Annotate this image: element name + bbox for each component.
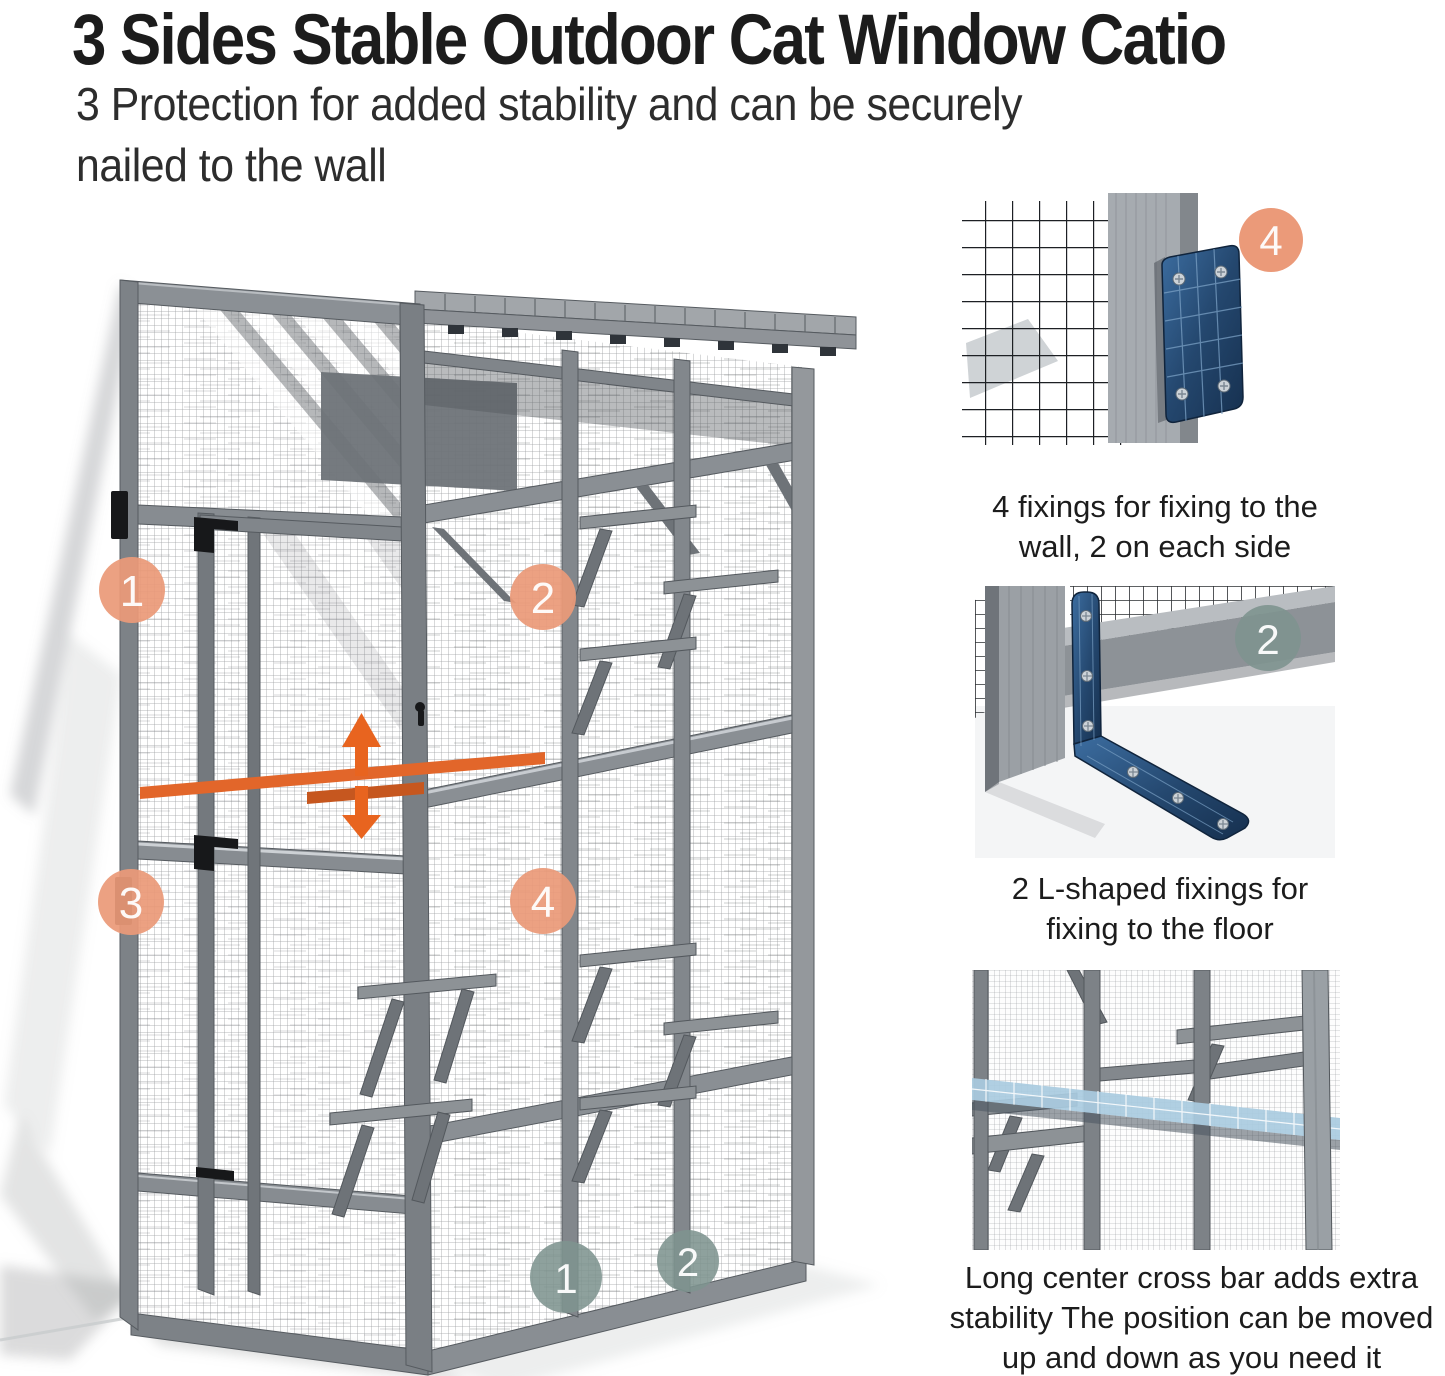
cross-bar-image <box>972 970 1340 1250</box>
move-up-arrow <box>342 713 381 776</box>
bracket-screws <box>1080 610 1229 830</box>
marker-teal-2-label: 2 <box>677 1241 699 1285</box>
hinges-and-brackets <box>111 491 425 1181</box>
wall-bracket-1 <box>111 491 128 539</box>
subtitle-line-2: nailed to the wall <box>76 138 387 191</box>
figure-cross-bar <box>972 970 1340 1250</box>
marker-orange-3 <box>98 869 164 935</box>
marker-teal-1-label: 1 <box>554 1255 577 1302</box>
figure-floor-fixing: 2 <box>975 586 1335 858</box>
caption-line: stability The position can be moved <box>949 1299 1434 1335</box>
callout-markers: 1 2 3 4 1 2 <box>98 557 719 1313</box>
badge-teal-2-label: 2 <box>1256 616 1279 663</box>
page-title: 3 Sides Stable Outdoor Cat Window Catio <box>72 1 1227 80</box>
cat-shelves <box>329 504 779 1218</box>
marker-orange-1-label: 1 <box>120 567 144 616</box>
corner-post <box>999 586 1065 782</box>
l-bracket-horizontal <box>1073 735 1250 841</box>
door-hinge-bottom <box>196 1167 234 1181</box>
floor-fixing-image: 2 <box>975 586 1335 858</box>
door-hinge-middle <box>194 835 238 871</box>
plate-screws <box>1172 265 1231 401</box>
marker-orange-2-label: 2 <box>531 574 555 623</box>
mesh-grid <box>962 201 1122 445</box>
caption-cross-bar: Long center cross bar adds extra stabili… <box>938 1258 1445 1376</box>
blue-cross-bar <box>972 1078 1340 1150</box>
caption-line: fixing to the floor <box>1046 910 1274 946</box>
bottom-rail-top <box>1063 586 1335 646</box>
marker-orange-4-label: 4 <box>531 878 555 927</box>
badge-orange-4 <box>1239 208 1303 272</box>
badge-teal-2 <box>1235 605 1301 671</box>
caption-line: wall, 2 on each side <box>1018 528 1292 564</box>
caption-line: 2 L-shaped fixings for <box>1011 871 1309 906</box>
marker-teal-1 <box>530 1241 602 1313</box>
frame-posts <box>972 970 1305 1250</box>
marker-orange-1 <box>99 557 165 623</box>
marker-teal-2 <box>657 1230 719 1292</box>
post-floor-shadow <box>985 782 1105 838</box>
catio-illustration: 1 2 3 4 1 2 <box>0 255 980 1376</box>
move-down-arrow <box>342 786 381 839</box>
marker-orange-4 <box>510 868 576 934</box>
subtitle-line-1: 3 Protection for added stability and can… <box>76 78 1023 130</box>
catio-drawing: 1 2 3 4 1 2 <box>0 279 880 1376</box>
badge-orange-4-label: 4 <box>1259 217 1282 264</box>
crossbar-highlight <box>140 713 545 839</box>
caption-line: Long center cross bar adds extra <box>964 1260 1419 1295</box>
marker-orange-3-label: 3 <box>119 879 143 928</box>
corner-post-side <box>985 586 999 792</box>
caption-line: 4 fixings for fixing to the <box>992 489 1318 524</box>
caption-line: up and down as you need it <box>1001 1339 1382 1375</box>
wall-fixing-image: 4 <box>962 193 1303 445</box>
page-subtitle: 3 Protection for added stability and can… <box>76 74 1023 195</box>
caption-wall-fixing: 4 fixings for fixing to the wall, 2 on e… <box>950 487 1360 567</box>
interior-shadows <box>250 523 430 1138</box>
door-latch <box>415 702 425 712</box>
figure-wall-fixing: 4 <box>958 193 1303 480</box>
marker-orange-2 <box>510 564 576 630</box>
door-hinge-top <box>194 517 238 553</box>
caption-floor-fixing: 2 L-shaped fixings for fixing to the flo… <box>960 869 1360 949</box>
